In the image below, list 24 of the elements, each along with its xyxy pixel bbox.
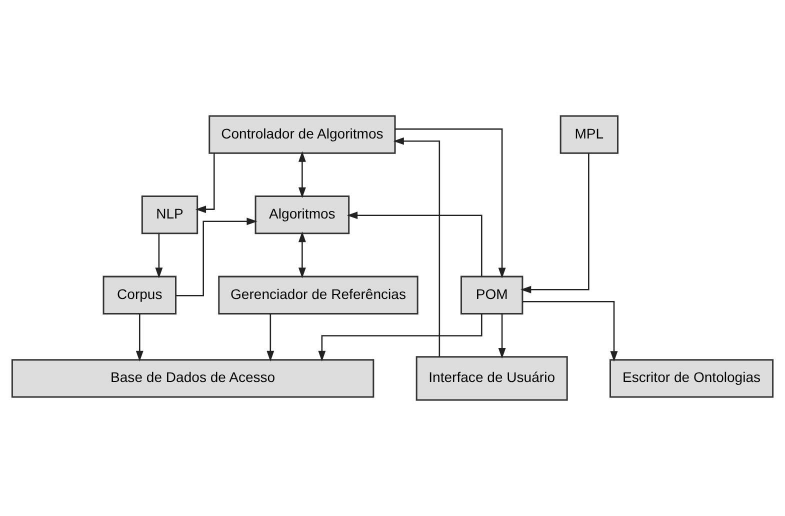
node-box: Corpus: [102, 276, 177, 314]
arrow: [346, 212, 482, 276]
arrow: [298, 231, 306, 278]
node-box: Base de Dados de Acesso: [11, 359, 374, 398]
arrow: [318, 314, 482, 362]
arrow: [520, 153, 590, 294]
node-box: NLP: [141, 196, 198, 234]
arrow: [393, 137, 440, 356]
node-box: Controlador de Algoritmos: [208, 115, 396, 154]
arrow: [195, 153, 215, 214]
node-box: Algoritmos: [254, 196, 350, 234]
node-box: Interface de Usuário: [416, 356, 568, 401]
arrow: [395, 128, 506, 278]
arrow: [498, 314, 506, 359]
node-box: MPL: [560, 115, 619, 154]
node-box: POM: [460, 276, 524, 314]
arrow: [298, 151, 306, 198]
arrow: [522, 301, 618, 362]
arrow: [136, 314, 144, 362]
node-box: Gerenciador de Referências: [218, 276, 418, 314]
arrow: [155, 233, 163, 278]
node-box: Escritor de Ontologias: [610, 359, 774, 398]
arrow: [176, 218, 258, 296]
arrow: [266, 314, 274, 362]
